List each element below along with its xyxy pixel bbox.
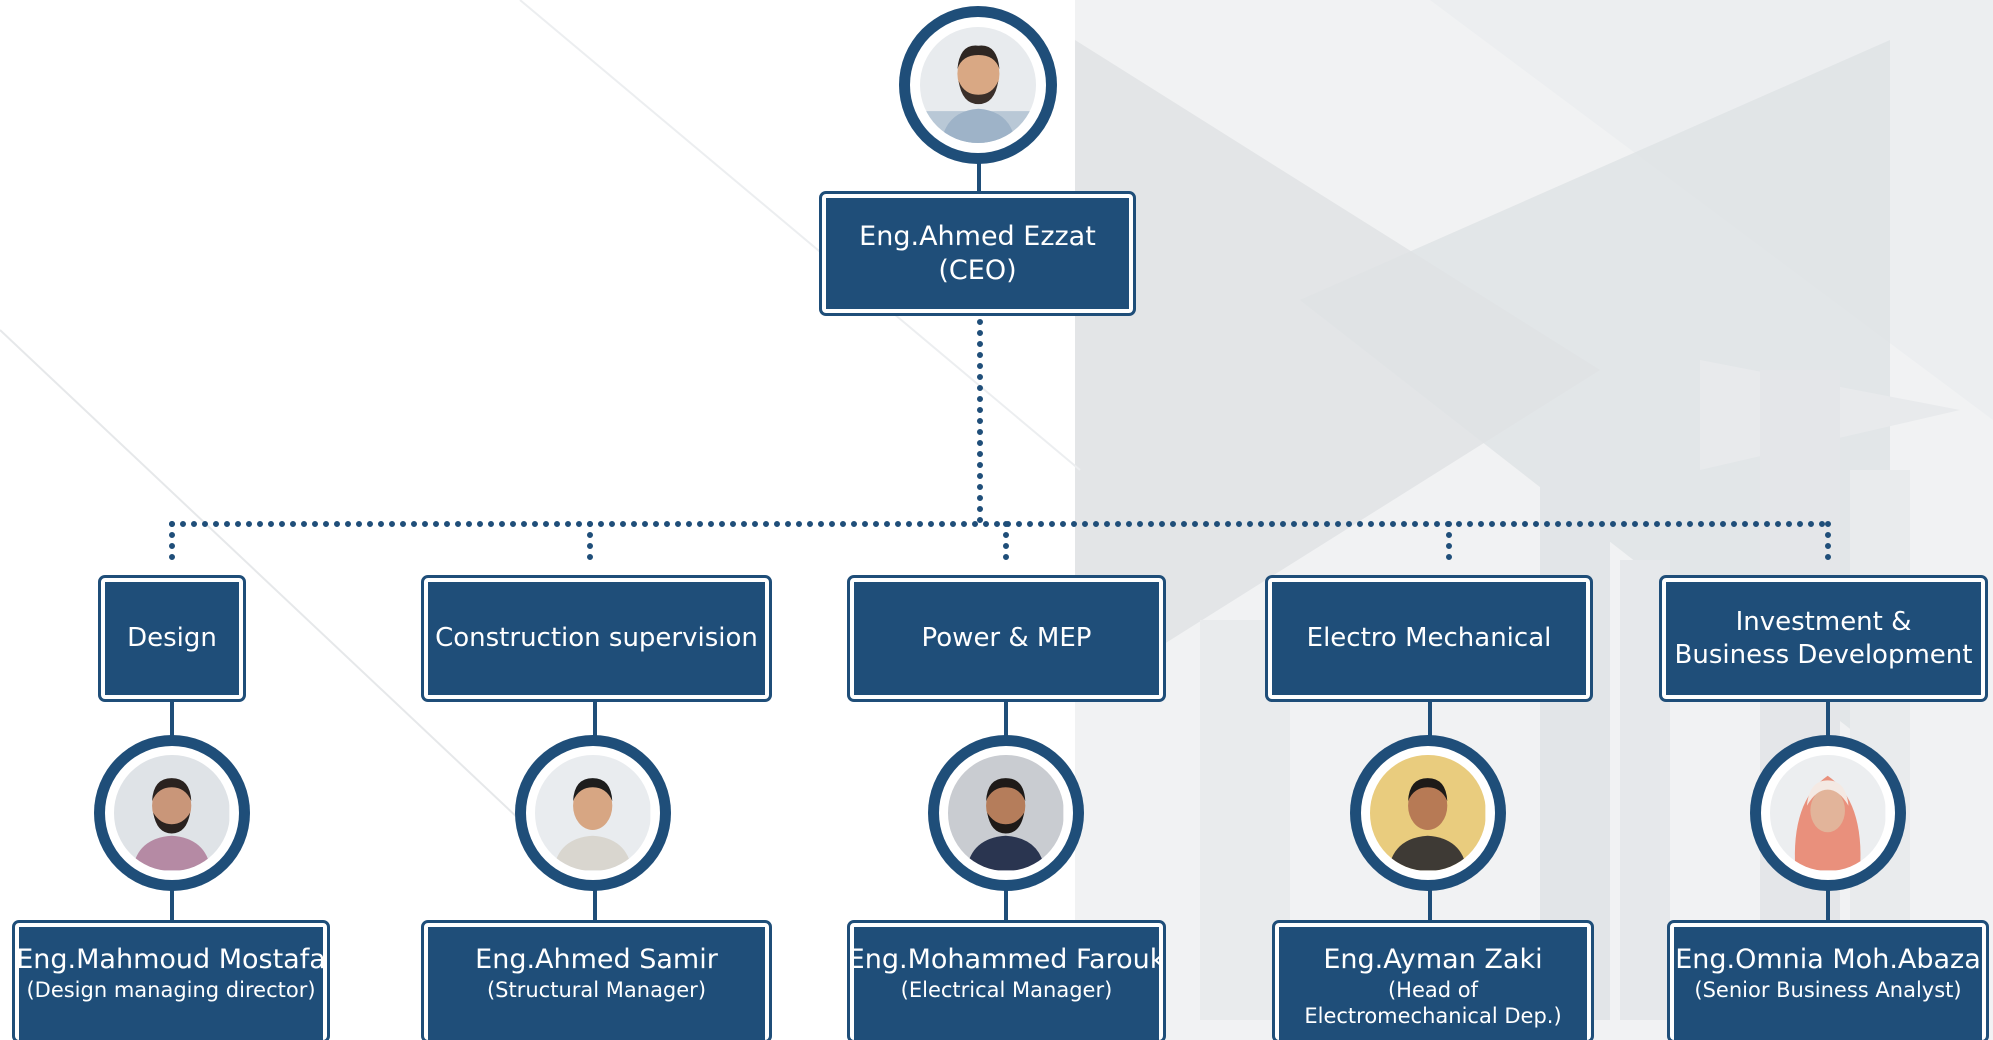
department-title: Design [127,623,217,654]
manager-role: (Head of [1387,977,1479,1002]
manager-role: (Structural Manager) [486,977,707,1002]
department-title: Business Development [1674,639,1973,670]
connector-design-manager [170,884,174,924]
connector-design [170,698,174,736]
connector-construction [593,698,597,736]
manager-box: Eng.Mohammed Farouk(Electrical Manager) [847,920,1166,1040]
department-box: Construction supervision [421,575,772,702]
manager-role: (Senior Business Analyst) [1694,977,1962,1002]
connector-construction-manager [593,884,597,924]
manager-box: Eng.Omnia Moh.Abaza(Senior Business Anal… [1667,920,1989,1040]
manager-name: Eng.Ahmed Samir [475,944,718,975]
connector-ceo [977,158,981,192]
male-avatar-short-hair-icon [535,755,651,871]
connector-power-manager [1004,884,1008,924]
manager-name: Eng.Mahmoud Mostafa [16,944,326,975]
department-box: Power & MEP [847,575,1166,702]
male-avatar-icon [919,26,1037,144]
male-avatar-beard-icon [114,755,230,871]
ceo-box: Eng.Ahmed Ezzat (CEO) [819,191,1136,316]
manager-box: Eng.Mahmoud Mostafa(Design managing dire… [12,920,330,1040]
department-title: Electro Mechanical [1306,623,1552,654]
ceo-name: Eng.Ahmed Ezzat [859,220,1096,252]
male-avatar-suit-icon [948,755,1064,871]
connector-investment-manager [1826,884,1830,924]
department-title: Investment & [1735,607,1912,637]
manager-role: Electromechanical Dep.) [1304,1004,1562,1028]
manager-name: Eng.Mohammed Farouk [847,944,1166,975]
female-avatar-hijab-icon [1770,755,1886,871]
male-avatar-round-icon [1370,755,1486,871]
department-box: Electro Mechanical [1265,575,1593,702]
manager-role: (Electrical Manager) [900,977,1113,1002]
manager-avatar [1350,735,1506,891]
manager-avatar [1750,735,1906,891]
manager-name: Eng.Omnia Moh.Abaza [1675,944,1981,975]
connector-power [1004,698,1008,736]
connector-investment [1826,698,1830,736]
department-title: Power & MEP [921,623,1092,654]
manager-role: (Design managing director) [26,977,316,1002]
manager-box: Eng.Ahmed Samir(Structural Manager) [421,920,772,1040]
connector-electro [1428,698,1432,736]
manager-avatar [94,735,250,891]
manager-name: Eng.Ayman Zaki [1323,944,1543,975]
manager-avatar [515,735,671,891]
ceo-role: (CEO) [938,254,1017,286]
department-box: Investment &Business Development [1659,575,1988,702]
department-box: Design [98,575,246,702]
ceo-avatar [899,6,1057,164]
connector-electro-manager [1428,884,1432,924]
manager-avatar [928,735,1084,891]
department-title: Construction supervision [435,623,758,654]
